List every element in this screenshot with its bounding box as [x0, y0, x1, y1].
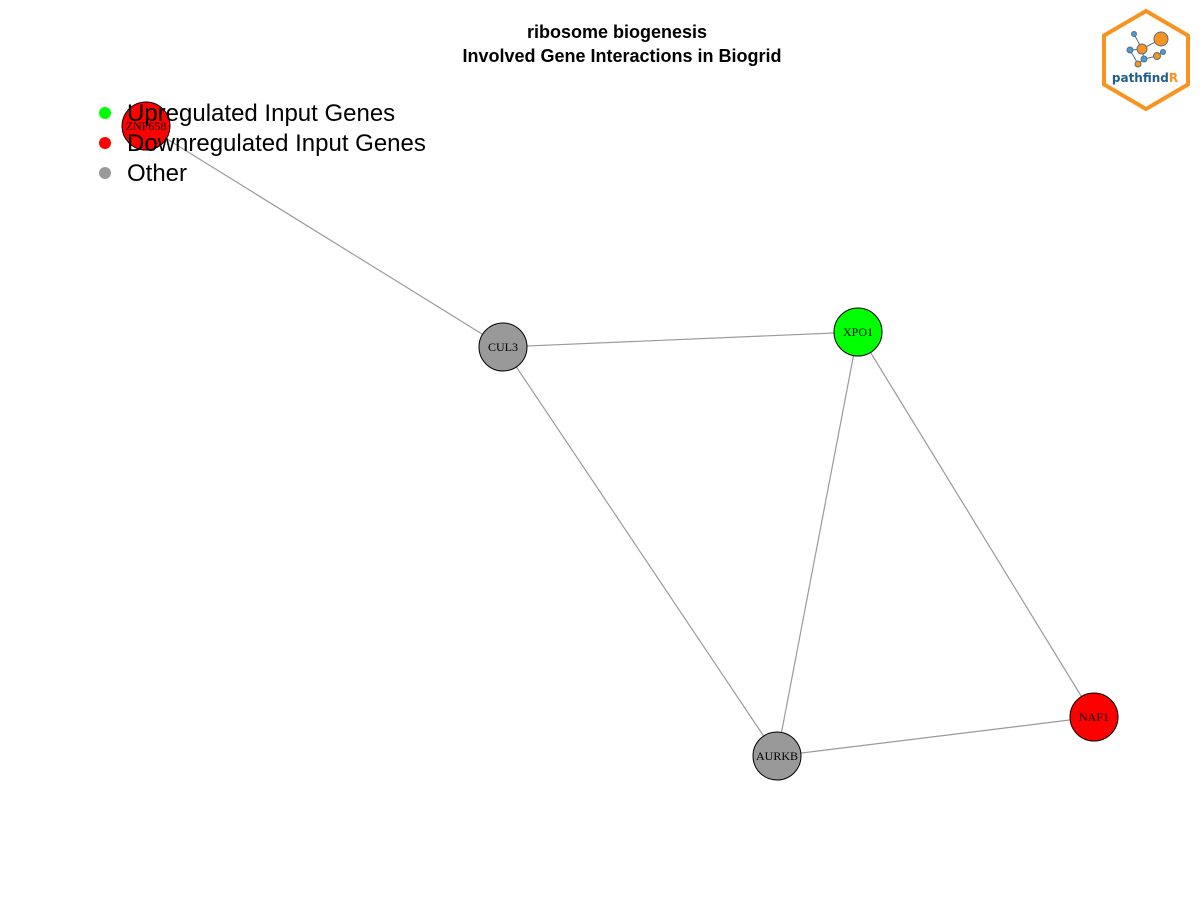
node-naf1: NAF1 [1069, 692, 1119, 742]
edge-xpo1-aurkb [776, 331, 859, 757]
node-label: AURKB [756, 749, 798, 763]
edge-znf658-cul3 [145, 125, 504, 348]
node-circle [478, 322, 528, 372]
edge-cul3-aurkb [502, 346, 778, 757]
pathfindr-logo: pathfindR [1102, 8, 1190, 112]
diagram-title-line1: ribosome biogenesis [527, 22, 707, 42]
node-znf658: ZNF658 [121, 101, 171, 151]
node-label: CUL3 [488, 340, 518, 354]
node-label: NAF1 [1079, 710, 1109, 724]
node-aurkb: AURKB [752, 731, 802, 781]
legend-label: Downregulated Input Genes [127, 130, 426, 157]
edges-group [145, 125, 1095, 757]
legend-item: Downregulated Input Genes [99, 130, 426, 157]
node-circle [121, 101, 171, 151]
node-cul3: CUL3 [478, 322, 528, 372]
node-xpo1: XPO1 [833, 307, 883, 357]
network-icon [1126, 31, 1169, 68]
legend-swatch [99, 167, 111, 179]
legend-swatch [99, 137, 111, 149]
legend-item: Other [99, 160, 187, 187]
legend-label: Upregulated Input Genes [127, 100, 395, 127]
logo-text-main: pathfind [1112, 71, 1169, 85]
logo-text-accent: R [1169, 71, 1178, 85]
edge-cul3-xpo1 [502, 331, 859, 348]
node-circle [1069, 692, 1119, 742]
edge-xpo1-naf1 [857, 331, 1095, 718]
node-label: XPO1 [843, 325, 873, 339]
node-circle [752, 731, 802, 781]
edge-aurkb-naf1 [776, 716, 1095, 757]
node-circle [833, 307, 883, 357]
diagram-title-line2: Involved Gene Interactions in Biogrid [462, 46, 781, 66]
node-label: ZNF658 [126, 119, 167, 133]
legend-label: Other [127, 160, 187, 187]
legend-item: Upregulated Input Genes [99, 100, 395, 127]
legend-swatch [99, 107, 111, 119]
logo-text: pathfindR [1112, 71, 1178, 85]
